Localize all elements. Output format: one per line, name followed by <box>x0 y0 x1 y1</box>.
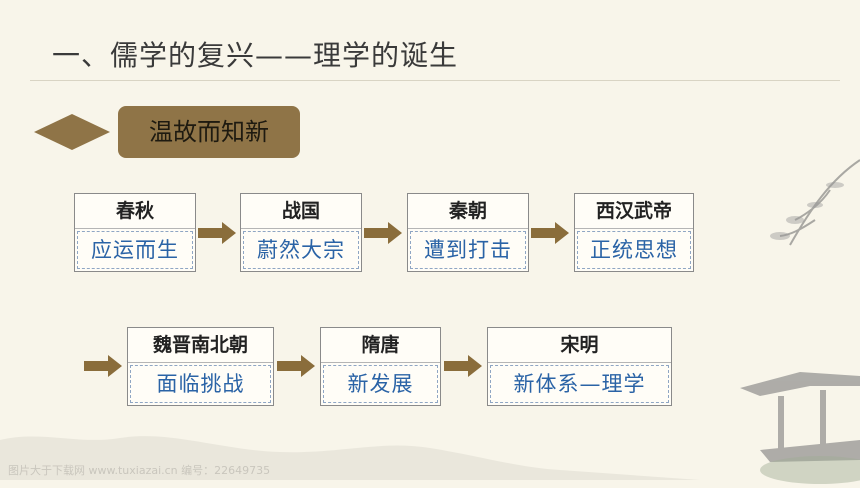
timeline-period: 西汉武帝 <box>575 194 693 229</box>
timeline-period: 春秋 <box>75 194 195 229</box>
timeline-box: 春秋 应运而生 <box>74 193 196 272</box>
timeline-period: 隋唐 <box>321 328 440 363</box>
timeline-note: 应运而生 <box>77 231 193 269</box>
ink-mountain-decoration <box>0 410 700 484</box>
timeline-period: 战国 <box>241 194 361 229</box>
timeline-period: 魏晋南北朝 <box>128 328 273 363</box>
timeline-note: 面临挑战 <box>130 365 271 403</box>
timeline-note: 蔚然大宗 <box>243 231 359 269</box>
timeline-box: 西汉武帝 正统思想 <box>574 193 694 272</box>
timeline-box: 秦朝 遭到打击 <box>407 193 529 272</box>
pavilion-decoration <box>720 150 860 488</box>
watermark-text: 图片大于下载网 www.tuxiazai.cn 编号：22649735 <box>8 464 271 477</box>
timeline-period: 秦朝 <box>408 194 528 229</box>
timeline-box: 魏晋南北朝 面临挑战 <box>127 327 274 406</box>
right-arrow-icon <box>531 222 569 248</box>
timeline-note: 新发展 <box>323 365 438 403</box>
right-arrow-icon <box>277 355 315 381</box>
section-banner: 温故而知新 <box>118 106 300 158</box>
right-arrow-icon <box>364 222 402 248</box>
timeline-note: 新体系—理学 <box>490 365 669 403</box>
slide-title: 一、儒学的复兴——理学的诞生 <box>52 39 459 72</box>
timeline-period: 宋明 <box>488 328 671 363</box>
timeline-note: 遭到打击 <box>410 231 526 269</box>
right-arrow-icon <box>84 355 122 381</box>
right-arrow-icon <box>444 355 482 381</box>
timeline-box: 战国 蔚然大宗 <box>240 193 362 272</box>
title-divider <box>30 80 840 81</box>
right-arrow-icon <box>198 222 236 248</box>
timeline-box: 宋明 新体系—理学 <box>487 327 672 406</box>
timeline-box: 隋唐 新发展 <box>320 327 441 406</box>
timeline-note: 正统思想 <box>577 231 691 269</box>
